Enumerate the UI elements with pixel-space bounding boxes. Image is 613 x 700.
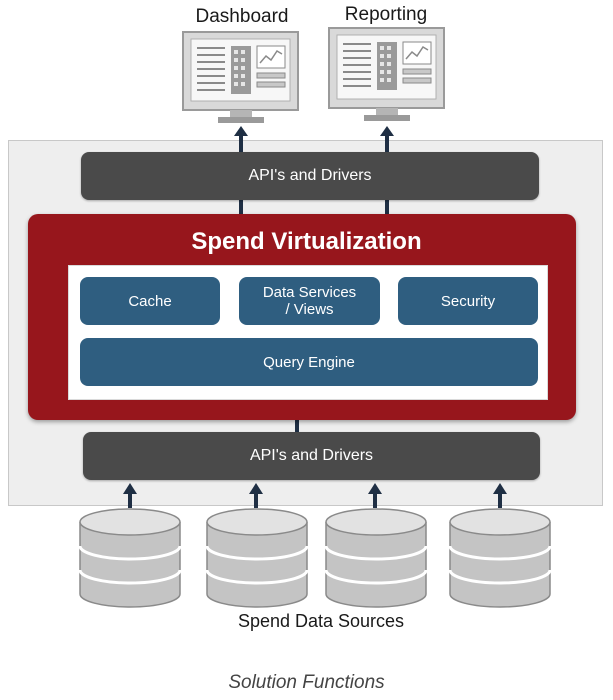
arrow-up-icon [368, 483, 382, 494]
cache-box: Cache [80, 277, 220, 325]
cache-label: Cache [128, 292, 172, 310]
security-box: Security [398, 277, 538, 325]
arrow-up-icon [123, 483, 137, 494]
data-services-label-line2: / Views [285, 301, 334, 318]
security-label: Security [440, 292, 496, 310]
caption: Solution Functions [228, 672, 385, 693]
reporting-monitor-icon [328, 27, 445, 121]
arrow-up-icon [234, 126, 248, 136]
top-api-drivers-bar: API's and Drivers [81, 152, 539, 200]
dashboard-monitor-icon [182, 31, 299, 123]
database-icon [448, 508, 552, 608]
arrow-up-icon [249, 483, 263, 494]
data-services-box: Data Services / Views [239, 277, 380, 325]
spend-data-sources-label: Spend Data Sources [237, 611, 405, 631]
arrow-up-icon [380, 126, 394, 136]
data-services-label-line1: Data Services [262, 284, 357, 301]
top-api-drivers-label: API's and Drivers [248, 167, 372, 184]
reporting-label: Reporting [344, 4, 428, 25]
query-engine-box: Query Engine [80, 338, 538, 386]
database-icon [324, 508, 428, 608]
bottom-api-drivers-label: API's and Drivers [249, 447, 374, 464]
database-icon [78, 508, 182, 608]
bottom-api-drivers-bar: API's and Drivers [83, 432, 540, 480]
spend-virtualization-title: Spend Virtualization [191, 228, 422, 255]
database-icon [205, 508, 309, 608]
dashboard-label: Dashboard [195, 6, 289, 27]
arrow-up-icon [493, 483, 507, 494]
query-engine-label: Query Engine [263, 353, 355, 371]
